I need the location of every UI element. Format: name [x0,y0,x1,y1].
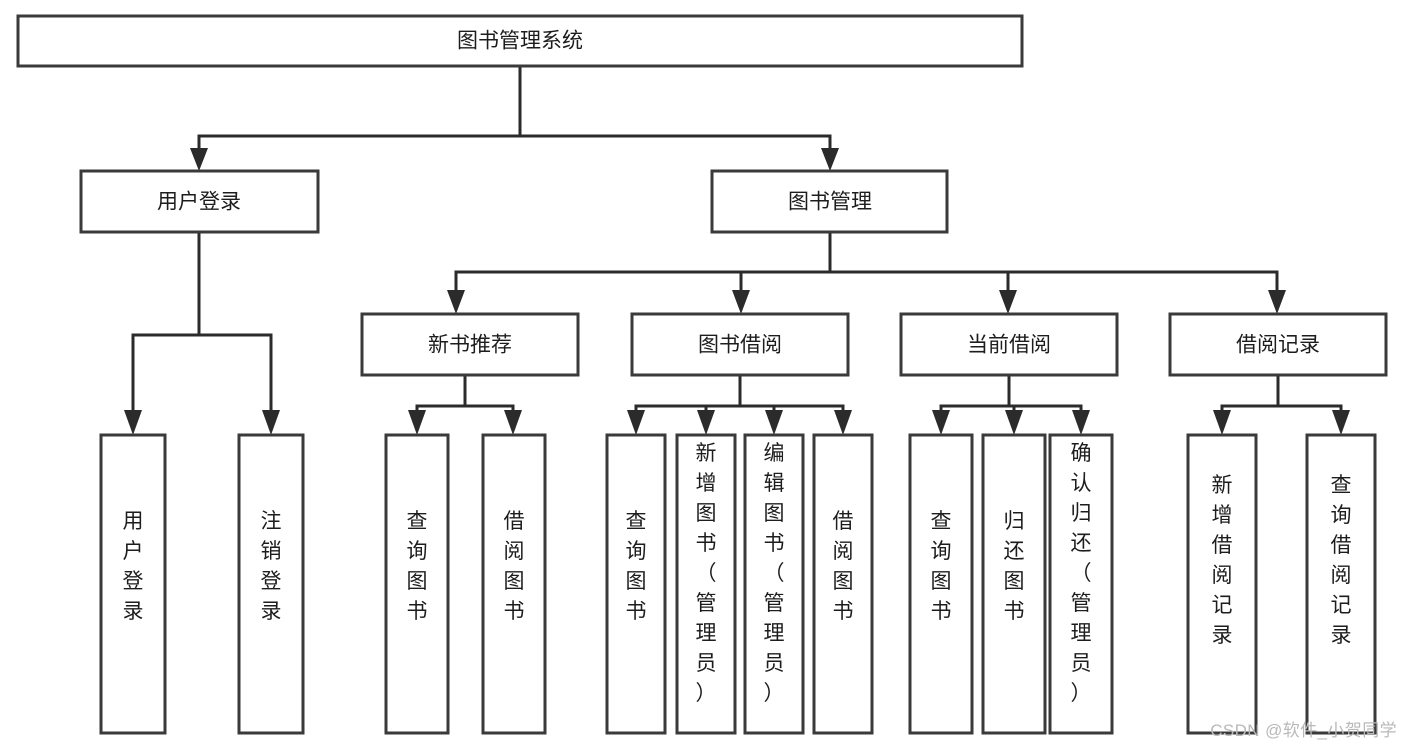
connector-layer [124,64,1350,435]
arrow-to-leaf-query-book-c [932,410,950,435]
leaf-add-record-box[interactable] [1186,433,1258,735]
leaf-edit-book-box[interactable] [743,433,805,735]
leaf-user-login-box[interactable] [99,433,167,735]
arrow-to-new-book-rec [447,290,465,314]
arrow-to-current-borrow [999,290,1017,314]
leaf-node-confirm-return[interactable]: 确认归还（管理员） [1048,433,1114,735]
leaf-query-book-rec-box[interactable] [384,433,450,735]
arrow-to-leaf-borrow-book-a [504,410,522,435]
leaf-add-book-label: 新增图书（管理员） [696,442,717,705]
node-current-borrow[interactable]: 当前借阅 [899,312,1119,377]
book-management-box[interactable] [710,169,949,234]
borrow-record-box[interactable] [1168,312,1388,377]
node-root-system[interactable]: 图书管理系统 [16,14,1024,68]
leaf-node-add-record[interactable]: 新增借阅记录 [1186,433,1258,735]
leaf-node-borrow-book[interactable]: 借阅图书 [812,433,874,735]
leaf-query-book-rec-label: 查询图书 [407,510,428,623]
leaf-node-query-book-current[interactable]: 查询图书 [908,433,974,735]
arrow-to-leaf-edit-book [765,410,783,435]
arrow-to-book-borrow [732,290,750,314]
leaf-borrow-book-box[interactable] [812,433,874,735]
leaf-node-return-book[interactable]: 归还图书 [981,433,1047,735]
leaf-add-book-box[interactable] [675,433,737,735]
new-book-recommend-box[interactable] [360,312,580,377]
leaf-query-book-borrow-label: 查询图书 [626,510,647,623]
arrow-to-leaf-borrow-book-b [834,410,852,435]
arrow-to-leaf-add-record [1213,410,1231,435]
user-login-label: 用户登录 [157,191,241,214]
book-borrow-box[interactable] [630,312,850,377]
arrow-to-borrow-record [1268,290,1286,314]
user-login-box[interactable] [79,169,320,234]
current-borrow-label: 当前借阅 [967,334,1051,357]
book-borrow-label: 图书借阅 [698,334,782,357]
arrow-to-leaf-confirm-return [1072,410,1090,435]
arrow-to-leaf-logout [262,410,280,435]
node-book-management[interactable]: 图书管理 [710,169,949,234]
node-new-book-recommend[interactable]: 新书推荐 [360,312,580,377]
root-label: 图书管理系统 [457,30,583,53]
leaf-confirm-return-box[interactable] [1048,433,1114,735]
csdn-watermark: CSDN @软件_小贺同学 [1210,721,1397,740]
leaf-confirm-return-label: 确认归还（管理员） [1071,442,1092,705]
leaf-borrow-book-rec-label: 借阅图书 [504,510,525,623]
leaf-borrow-book-rec-box[interactable] [481,433,547,735]
leaf-node-logout[interactable]: 注销登录 [237,433,305,735]
leaf-query-record-label: 查询借阅记录 [1331,474,1352,647]
leaf-logout-label: 注销登录 [261,510,282,623]
leaf-node-borrow-book-rec[interactable]: 借阅图书 [481,433,547,735]
leaf-node-query-book-rec[interactable]: 查询图书 [384,433,450,735]
leaf-logout-box[interactable] [237,433,305,735]
leaf-query-book-borrow-box[interactable] [605,433,667,735]
leaf-node-add-book[interactable]: 新增图书（管理员） [675,433,737,735]
arrow-to-leaf-return-book [1005,410,1023,435]
leaf-query-record-box[interactable] [1305,433,1377,735]
arrow-to-book-manage [821,148,839,171]
borrow-record-label: 借阅记录 [1236,334,1320,357]
arrow-to-user-login [190,148,208,171]
leaf-return-book-box[interactable] [981,433,1047,735]
arrow-to-leaf-query-book-a [408,410,426,435]
current-borrow-box[interactable] [899,312,1119,377]
leaf-return-book-label: 归还图书 [1004,510,1025,623]
leaf-node-user-login[interactable]: 用户登录 [99,433,167,735]
arrow-to-leaf-user-login [124,410,142,435]
leaf-query-book-current-label: 查询图书 [931,510,952,623]
leaf-node-edit-book[interactable]: 编辑图书（管理员） [743,433,805,735]
arrow-to-leaf-add-book [697,410,715,435]
book-management-label: 图书管理 [788,191,872,214]
new-book-recommend-label: 新书推荐 [428,334,512,357]
leaf-edit-book-label: 编辑图书（管理员） [764,442,785,705]
leaf-add-record-label: 新增借阅记录 [1212,474,1233,647]
leaf-node-query-record[interactable]: 查询借阅记录 [1305,433,1377,735]
leaf-user-login-label: 用户登录 [123,510,144,623]
node-borrow-record[interactable]: 借阅记录 [1168,312,1388,377]
arrow-to-leaf-query-book-b [627,410,645,435]
node-book-borrow[interactable]: 图书借阅 [630,312,850,377]
leaf-node-query-book-borrow[interactable]: 查询图书 [605,433,667,735]
leaf-borrow-book-label: 借阅图书 [833,510,854,623]
node-user-login[interactable]: 用户登录 [79,169,320,234]
root-box[interactable] [16,14,1024,68]
leaf-query-book-current-box[interactable] [908,433,974,735]
arrow-to-leaf-query-record [1332,410,1350,435]
